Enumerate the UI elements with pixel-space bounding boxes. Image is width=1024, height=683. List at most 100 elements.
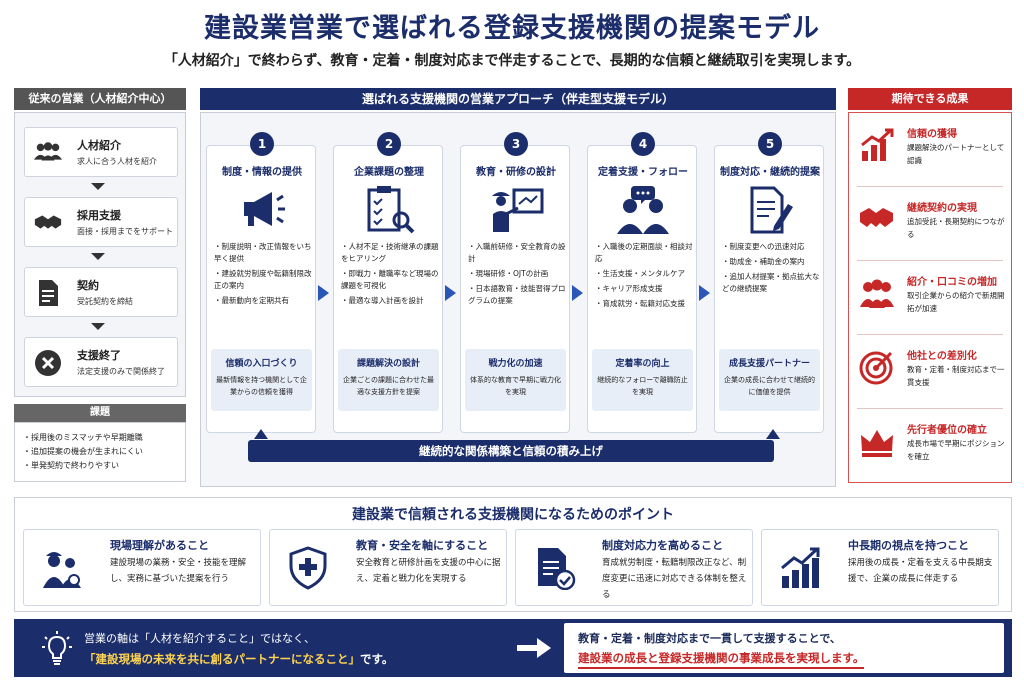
approach-step: 1 制度・情報の提供 ・制度説明・改正情報をいち早く提供 ・建設就労制度や転籍制… <box>206 132 316 433</box>
issues-header: 課題 <box>14 404 186 422</box>
outcome-item: 紹介・口コミの増加 取引企業からの紹介で新規開拓が加速 <box>849 261 1011 333</box>
step-result-desc: 企業の成長に合わせて継続的に価値を提供 <box>724 376 815 396</box>
page-title: 建設業営業で選ばれる登録支援機関の提案モデル <box>204 13 820 44</box>
arrow-right-icon <box>572 285 583 301</box>
step-result: 戦力化の加速 体系的な教育で早期に戦力化を実現 <box>465 349 566 411</box>
step-number: 1 <box>250 132 274 156</box>
target-icon <box>859 349 895 385</box>
document-check-icon <box>532 546 576 591</box>
outcome-desc: 追加受託・長期契約につながる <box>907 217 1005 239</box>
group-icon <box>859 275 895 311</box>
handshake-icon <box>33 208 63 238</box>
step-number: 2 <box>377 132 401 156</box>
traditional-step-card: 人材紹介 求人に合う人材を紹介 <box>24 127 178 177</box>
key-point-title: 現場理解があること <box>110 539 209 552</box>
issues-panel: ・採用後のミスマッチや早期離職 ・追加提案の機会が生まれにくい ・単発契約で終わ… <box>14 422 186 482</box>
traditional-step-card: 契約 受託契約を締結 <box>24 267 178 317</box>
traditional-step-desc: 求人に合う人材を紹介 <box>77 157 157 166</box>
up-arrow-icon <box>254 429 268 439</box>
key-point-title: 中長期の視点を持つこと <box>848 539 969 552</box>
step-bullet: ・最新動向を定期共有 <box>214 296 289 305</box>
traditional-step-desc: 受託契約を締結 <box>77 297 133 306</box>
step-title: 教育・研修の設計 <box>476 167 556 178</box>
footer-highlight: 「建設現場の未来を共に創るパートナーになること」 <box>84 652 360 666</box>
document-icon <box>33 278 63 308</box>
approach-panel: 1 制度・情報の提供 ・制度説明・改正情報をいち早く提供 ・建設就労制度や転籍制… <box>200 112 836 487</box>
step-title: 定着支援・フォロー <box>598 167 688 178</box>
outcome-desc: 課題解決のパートナーとして認識 <box>907 143 1005 165</box>
step-bullet: ・入職後の定期面談・相談対応 <box>595 242 693 263</box>
step-bullet: ・建設就労制度や転籍制限改正の案内 <box>214 269 312 290</box>
outcomes-header: 期待できる成果 <box>848 88 1012 110</box>
key-point-desc: 育成就労制度・転籍制限改正など、制度変更に迅速に対応できる体制を整える <box>602 558 747 600</box>
approach-step: 5 制度対応・継続的提案 ・制度変更への迅速対応 ・助成金・補助金の案内 ・追加… <box>714 132 824 433</box>
growth-chart-icon <box>778 546 822 590</box>
handshake-icon <box>859 201 895 237</box>
divider <box>857 408 1003 409</box>
step-bullet: ・即戦力・離職率など現場の課題を可視化 <box>341 269 439 290</box>
down-arrow-icon <box>91 323 105 330</box>
step-bullet: ・制度変更への迅速対応 <box>722 242 805 251</box>
footer-banner: 営業の軸は「人材を紹介すること」ではなく、 「建設現場の未来を共に創るパートナー… <box>14 619 1012 677</box>
outcome-title: 信頼の獲得 <box>907 129 957 140</box>
up-arrow-icon <box>766 429 780 439</box>
key-points-title: 建設業で信頼される支援機関になるためのポイント <box>352 507 674 523</box>
step-result: 成長支援パートナー 企業の成長に合わせて継続的に価値を提供 <box>719 349 820 411</box>
step-bullet: ・生活支援・メンタルケア <box>595 269 685 278</box>
step-number: 5 <box>758 132 782 156</box>
footer-conclusion-box: 教育・定着・制度対応まで一貫して支援することで、 建設業の成長と登録支援機関の事… <box>564 623 1004 673</box>
issue-item: ・採用後のミスマッチや早期離職 <box>23 433 143 442</box>
continuous-relationship-bar: 継続的な関係構築と信頼の積み上げ <box>248 440 774 462</box>
divider <box>857 186 1003 187</box>
arrow-right-icon <box>699 285 710 301</box>
footer-conclusion-line-2: 建設業の成長と登録支援機関の事業成長を実現します。 <box>578 650 865 669</box>
step-bullet: ・制度説明・改正情報をいち早く提供 <box>214 242 312 263</box>
outcome-title: 紹介・口コミの増加 <box>907 277 997 288</box>
outcome-item: 信頼の獲得 課題解決のパートナーとして認識 <box>849 113 1011 185</box>
outcome-title: 継続契約の実現 <box>907 203 977 214</box>
down-arrow-icon <box>91 183 105 190</box>
arrow-right-icon <box>318 285 329 301</box>
step-result-desc: 最新情報を持つ機関として企業からの信頼を獲得 <box>216 376 307 396</box>
step-result-title: 戦力化の加速 <box>488 359 543 369</box>
key-points-panel: 現場理解があること 建設現場の業務・安全・技能を理解し、実務に基づいた提案を行う… <box>14 497 1012 612</box>
traditional-step-desc: 面接・採用までをサポート <box>77 227 173 236</box>
step-bullet: ・助成金・補助金の案内 <box>722 257 805 266</box>
divider <box>857 334 1003 335</box>
arrow-right-icon <box>517 638 551 658</box>
step-result: 信頼の入口づくり 最新情報を持つ機関として企業からの信頼を獲得 <box>211 349 312 411</box>
key-point-card: 中長期の視点を持つこと 採用後の成長・定着を支える中長期支援で、企業の成長に伴走… <box>761 529 999 606</box>
footer-conclusion-line-1: 教育・定着・制度対応まで一貫して支援することで、 <box>578 632 841 645</box>
key-point-desc: 採用後の成長・定着を支える中長期支援で、企業の成長に伴走する <box>848 558 993 584</box>
checklist-icon <box>359 184 419 236</box>
contract-pen-icon <box>740 184 800 236</box>
step-bullet: ・追加人材提案・拠点拡大などの継続提案 <box>722 272 820 293</box>
step-bullet: ・日本語教育・技能習得プログラムの提案 <box>468 284 566 305</box>
step-title: 制度・情報の提供 <box>222 167 302 178</box>
traditional-sales-header: 従来の営業（人材紹介中心） <box>14 88 186 110</box>
step-title: 制度対応・継続的提案 <box>720 167 820 178</box>
step-result-desc: 継続的なフォローで離職防止を実現 <box>597 376 688 396</box>
traditional-step-card: 支援終了 法定支援のみで関係終了 <box>24 337 178 387</box>
key-point-card: 制度対応力を高めること 育成就労制度・転籍制限改正など、制度変更に迅速に対応でき… <box>515 529 753 606</box>
traditional-sales-panel: 人材紹介 求人に合う人材を紹介 採用支援 面接・採用までをサポート 契約 受託契… <box>14 112 186 397</box>
traditional-step-title: 採用支援 <box>77 209 121 222</box>
step-title: 企業課題の整理 <box>354 167 424 178</box>
step-result-title: 課題解決の設計 <box>356 359 420 369</box>
lightbulb-icon <box>42 631 72 667</box>
outcome-desc: 成長市場で早期にポジションを確立 <box>907 439 1005 461</box>
footer-line-2-rest: です。 <box>360 652 394 666</box>
step-bullet: ・育成就労・転籍対応支援 <box>595 299 685 308</box>
footer-line-2: 「建設現場の未来を共に創るパートナーになること」です。 <box>84 651 393 667</box>
approach-step: 3 教育・研修の設計 ・入職前研修・安全教育の設計 ・現場研修・OJTの計画 ・… <box>460 132 570 433</box>
step-number: 4 <box>631 132 655 156</box>
growth-chart-icon <box>859 127 895 163</box>
shield-cross-icon <box>286 546 330 590</box>
traditional-step-title: 支援終了 <box>77 349 121 362</box>
worker-icon <box>40 546 84 590</box>
outcome-title: 他社との差別化 <box>907 351 977 362</box>
key-point-desc: 建設現場の業務・安全・技能を理解し、実務に基づいた提案を行う <box>110 558 247 584</box>
traditional-step-card: 採用支援 面接・採用までをサポート <box>24 197 178 247</box>
step-bullet: ・人材不足・技術継承の課題をヒアリング <box>341 242 439 263</box>
step-number: 3 <box>504 132 528 156</box>
